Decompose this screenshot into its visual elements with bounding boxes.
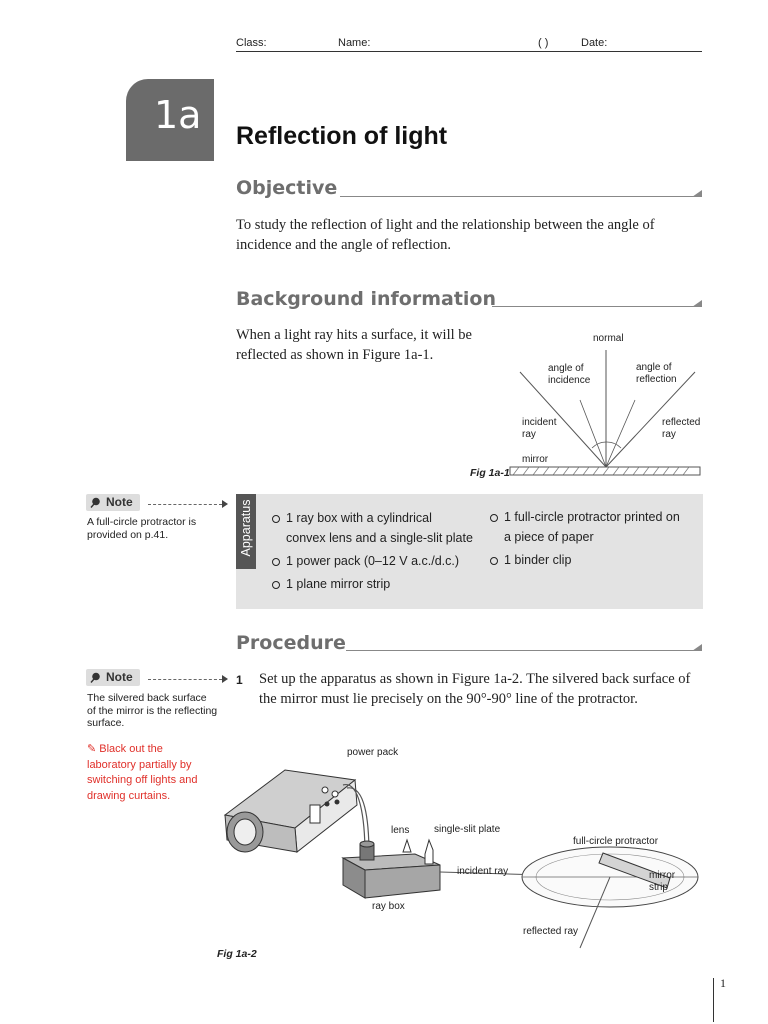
- incidence-pointer: [579, 399, 607, 468]
- student-info-header: Class: Name: ( ) Date:: [236, 36, 702, 52]
- ray-box-drawing: [341, 838, 441, 899]
- page-number: 1: [720, 976, 726, 990]
- note-badge: Note: [86, 494, 140, 511]
- mirror-hatching: [512, 466, 690, 476]
- apparatus-item: 1 binder clip: [504, 553, 572, 567]
- apparatus-item: 1 power pack (0–12 V a.c./d.c.): [286, 554, 460, 568]
- figure2-caption: Fig 1a-2: [217, 948, 257, 960]
- note-badge: Note: [86, 669, 140, 686]
- background-rule: [492, 306, 702, 307]
- bullet-icon: [272, 515, 280, 523]
- pushpin-icon: [90, 672, 100, 683]
- reflection-pointer: [605, 399, 636, 468]
- bullet-icon: [272, 558, 280, 566]
- mirror-surface: [509, 466, 701, 476]
- date-label: Date:: [581, 37, 608, 49]
- power-pack-drawing: [223, 769, 358, 853]
- apparatus-tag-label: Apparatus: [239, 499, 253, 557]
- pencil-warning-icon: ✎: [87, 743, 100, 755]
- background-text: When a light ray hits a surface, it will…: [236, 327, 472, 363]
- note-leader-line: [148, 679, 222, 680]
- background-heading: Background information: [236, 288, 497, 310]
- reflection-diagram: [509, 350, 701, 476]
- bullet-icon: [490, 514, 498, 522]
- bullet-icon: [490, 557, 498, 565]
- mirror-label: mirror: [522, 454, 549, 465]
- incidence-arc: [591, 441, 607, 449]
- incident-ray-line: [519, 371, 607, 468]
- reflected-ray-line: [579, 876, 611, 949]
- page-title: Reflection of light: [236, 122, 448, 150]
- reflected-ray-line: [605, 371, 696, 468]
- pushpin-icon: [90, 497, 100, 508]
- slit-plate-label: single-slit plate: [434, 824, 501, 835]
- chapter-tab: 1a: [126, 79, 214, 161]
- procedure-heading: Procedure: [236, 632, 346, 654]
- objective-rule-corner: [692, 190, 702, 197]
- reflected-ray-fig-label: reflected ray: [523, 926, 579, 937]
- note-badge-label: Note: [106, 670, 133, 684]
- objective-text: To study the reflection of light and the…: [236, 217, 655, 253]
- objective-rule: [340, 196, 702, 197]
- ray-box-label: ray box: [372, 901, 405, 912]
- note-leader-arrow: [222, 675, 228, 683]
- apparatus-item: 1 plane mirror strip: [286, 577, 391, 591]
- note-leader-line: [148, 504, 222, 505]
- note-badge-label: Note: [106, 495, 133, 509]
- index-label: ( ): [538, 37, 549, 49]
- incident-ray-fig-label: incident ray: [457, 866, 509, 877]
- figure1-caption: Fig 1a-1: [470, 467, 510, 479]
- bullet-icon: [272, 581, 280, 589]
- apparatus-tag: Apparatus: [236, 494, 256, 569]
- note-leader-arrow: [222, 500, 228, 508]
- procedure-rule: [346, 650, 702, 651]
- name-label: Name:: [338, 37, 371, 49]
- chapter-number: 1a: [154, 93, 202, 137]
- power-pack-label: power pack: [347, 747, 399, 758]
- objective-heading: Objective: [236, 177, 338, 199]
- lens-label: lens: [391, 825, 410, 836]
- apparatus-setup-diagram: [223, 769, 699, 949]
- apparatus-box: [236, 494, 703, 609]
- background-rule-corner: [692, 300, 702, 307]
- step1-text: Set up the apparatus as shown in Figure …: [259, 671, 691, 707]
- protractor-label: full-circle protractor: [573, 836, 659, 847]
- normal-label: normal: [593, 333, 624, 344]
- reflection-arc: [605, 441, 622, 449]
- page-number-rule: [713, 978, 714, 1022]
- class-label: Class:: [236, 37, 267, 49]
- step-number: 1: [236, 673, 243, 687]
- procedure-rule-corner: [692, 644, 702, 651]
